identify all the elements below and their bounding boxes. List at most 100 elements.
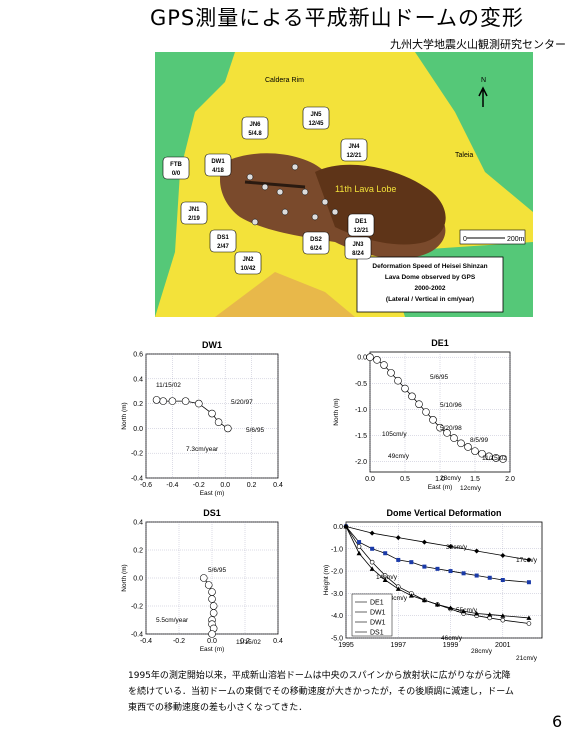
y-tick-label: -1.5 bbox=[355, 433, 367, 440]
legend-label: DW1 bbox=[370, 620, 386, 627]
lava-lobe bbox=[315, 164, 446, 245]
chart-annotation: 11/15/02 bbox=[236, 639, 261, 646]
station-value: 5/4.8 bbox=[248, 131, 262, 137]
data-point bbox=[436, 423, 444, 432]
data-point bbox=[422, 564, 427, 569]
dome-map: Caldera Rim Taleia 11th Lava Lobe N 0 20… bbox=[155, 52, 533, 317]
x-axis-label: East (m) bbox=[428, 484, 453, 491]
chart-annotation: 11/15/02 bbox=[156, 382, 181, 389]
data-point bbox=[401, 384, 409, 393]
chart-title: DS1 bbox=[203, 508, 221, 518]
chart-title: Dome Vertical Deformation bbox=[386, 508, 501, 518]
svg-text:N: N bbox=[481, 77, 486, 84]
chart-annotation: 5/6/95 bbox=[208, 567, 226, 574]
data-point bbox=[357, 540, 362, 545]
data-point bbox=[181, 397, 190, 405]
station-name: JN2 bbox=[242, 257, 254, 263]
station-box bbox=[302, 106, 330, 130]
station-box bbox=[340, 138, 368, 162]
station-name: JN6 bbox=[249, 122, 261, 128]
station-box bbox=[234, 251, 262, 275]
data-point bbox=[224, 424, 232, 433]
legend-line2: Lava Dome observed by GPS bbox=[385, 274, 476, 281]
legend-line1: Deformation Speed of Heisei Shinzan bbox=[372, 263, 487, 270]
y-tick-label: -0.2 bbox=[131, 604, 143, 611]
y-tick-label: -5.0 bbox=[331, 636, 343, 643]
station-value: 4/18 bbox=[212, 168, 224, 174]
chart-annotation: 28cm/y bbox=[440, 475, 462, 482]
x-tick-label: 1.0 bbox=[435, 476, 445, 483]
data-point bbox=[448, 544, 454, 550]
y-tick-label: -0.2 bbox=[131, 451, 143, 458]
y-axis-label: North (m) bbox=[121, 402, 128, 429]
station-jn6: JN6 5/4.8 bbox=[241, 116, 269, 140]
data-point bbox=[395, 535, 401, 541]
station-box bbox=[241, 116, 269, 140]
chart-title: DE1 bbox=[431, 338, 449, 348]
chart-annotation: 55cm/y bbox=[456, 607, 478, 614]
data-point bbox=[199, 574, 208, 582]
x-axis-label: East (m) bbox=[200, 646, 225, 653]
data-point bbox=[373, 356, 381, 364]
data-point bbox=[159, 397, 167, 405]
data-point bbox=[471, 447, 479, 455]
x-tick-label: 1995 bbox=[338, 642, 354, 649]
y-tick-label: 0.0 bbox=[133, 576, 143, 583]
station-box bbox=[180, 201, 208, 225]
legend-box bbox=[351, 593, 393, 637]
station-box bbox=[347, 213, 375, 237]
data-point bbox=[409, 560, 414, 565]
x-tick-label: 2001 bbox=[495, 642, 511, 649]
data-point bbox=[526, 557, 532, 563]
y-tick-label: -0.4 bbox=[131, 476, 143, 483]
data-point bbox=[394, 376, 402, 385]
station-marker bbox=[251, 218, 259, 226]
data-point bbox=[461, 608, 467, 614]
chart-annotation: 28cm/y bbox=[471, 648, 493, 655]
y-tick-label: 0.0 bbox=[333, 524, 343, 531]
data-point bbox=[474, 573, 479, 578]
data-point bbox=[478, 449, 486, 458]
chart-annotation: 5/20/98 bbox=[440, 425, 462, 432]
data-point bbox=[396, 557, 401, 562]
data-point bbox=[500, 578, 505, 582]
chart-annotation: 5/10/96 bbox=[440, 402, 462, 409]
x-tick-label: 1999 bbox=[443, 642, 459, 649]
y-axis-label: North (m) bbox=[333, 398, 340, 425]
data-point bbox=[208, 595, 216, 603]
station-value: 6/24 bbox=[310, 246, 322, 252]
data-point bbox=[383, 551, 388, 556]
data-point bbox=[387, 369, 395, 377]
y-axis-label: Height (m) bbox=[323, 565, 330, 595]
data-point bbox=[526, 580, 531, 585]
legend-label: DW1 bbox=[370, 610, 386, 617]
data-point bbox=[450, 434, 458, 442]
station-name: JN3 bbox=[352, 242, 364, 248]
chart-annotation: 5/20/97 bbox=[231, 399, 253, 406]
data-point bbox=[208, 588, 216, 596]
legend-line3: 2000-2002 bbox=[414, 285, 445, 292]
x-tick-label: 0.0 bbox=[365, 476, 375, 483]
data-point bbox=[500, 552, 506, 558]
station-box bbox=[204, 153, 232, 177]
legend-line4: (Lateral / Vertical in cm/year) bbox=[386, 296, 474, 303]
data-point bbox=[209, 602, 218, 610]
station-value: 12/21 bbox=[346, 153, 362, 159]
station-marker bbox=[246, 173, 254, 181]
station-name: FTB bbox=[170, 162, 182, 168]
data-point bbox=[421, 597, 427, 603]
x-axis-label: East (m) bbox=[200, 490, 225, 497]
station-name: DW1 bbox=[211, 159, 225, 165]
chart-annotation: 46cm/y bbox=[441, 635, 463, 642]
chart-annotation: 17cm/y bbox=[516, 557, 538, 564]
station-marker bbox=[321, 198, 329, 206]
chart-annotation: 5/6/95 bbox=[246, 427, 264, 434]
data-point bbox=[168, 397, 177, 405]
data-point bbox=[204, 581, 213, 589]
